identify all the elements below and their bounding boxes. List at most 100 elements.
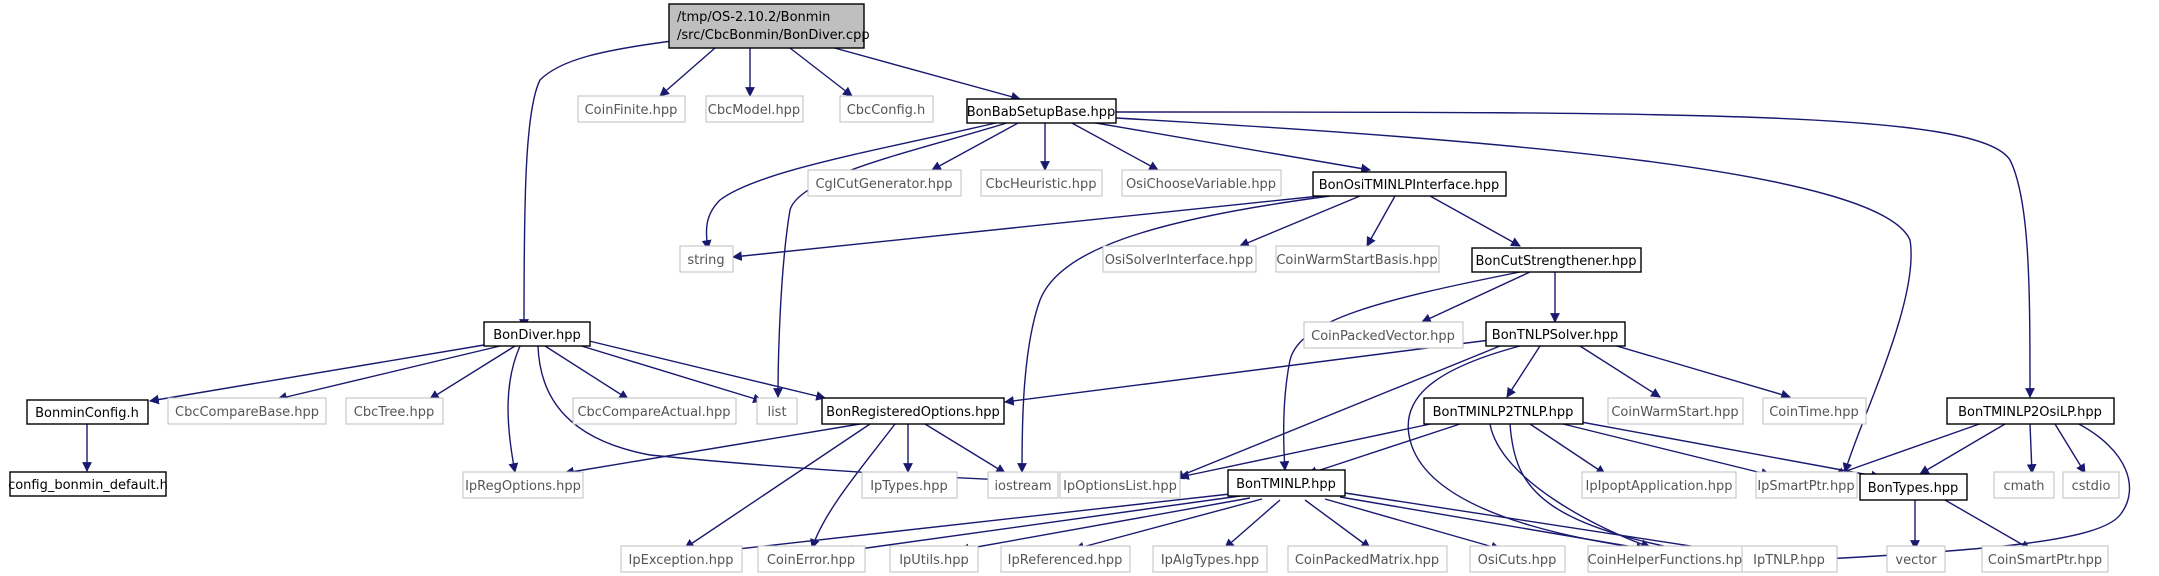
edge-bondiver-ipoptionslist	[537, 345, 1056, 487]
edge-tminlp2osilp-ipsmartptr	[1834, 421, 1986, 477]
edge-tminlp2tnlp-ipoptionslist	[1179, 421, 1441, 480]
node-coinfinite-hpp[interactable]: CoinFinite.hpp	[577, 95, 686, 123]
edge-regopts-ipexception	[684, 423, 871, 549]
node-iputils-hpp[interactable]: IpUtils.hpp	[889, 545, 979, 573]
node-label: list	[767, 405, 786, 420]
edge-tminlp-osicuts	[1324, 498, 1501, 552]
node-label: BonminConfig.h	[35, 406, 139, 421]
node-label: CbcHeuristic.hpp	[986, 177, 1097, 192]
node-config-bonmin-default-h[interactable]: config_bonmin_default.h	[8, 471, 168, 497]
node-cglcutgenerator-hpp[interactable]: CglCutGenerator.hpp	[807, 169, 962, 197]
node-bonositminlpinterface-hpp[interactable]: BonOsiTMINLPInterface.hpp	[1312, 171, 1507, 197]
node-label: BonDiver.hpp	[493, 328, 580, 343]
node-osicuts-hpp[interactable]: OsiCuts.hpp	[1469, 545, 1566, 573]
node-cbccomparebase-hpp[interactable]: CbcCompareBase.hpp	[167, 397, 327, 425]
edge-tminlp-coinpackedmatrix	[1304, 499, 1371, 549]
edge-ositminlp-coinwsbasis	[1366, 195, 1396, 247]
node-bontminlp2tnlp-hpp[interactable]: BonTMINLP2TNLP.hpp	[1423, 397, 1584, 425]
node-cbctree-hpp[interactable]: CbcTree.hpp	[345, 397, 444, 425]
node-coinwarmstart-hpp[interactable]: CoinWarmStart.hpp	[1607, 397, 1744, 425]
node-label: IpSmartPtr.hpp	[1757, 479, 1854, 494]
node-iptypes-hpp[interactable]: IpTypes.hpp	[861, 471, 958, 499]
node-label: CoinPackedMatrix.hpp	[1295, 553, 1439, 568]
node-label: BonTMINLP2TNLP.hpp	[1433, 405, 1574, 420]
node-label: IpTNLP.hpp	[1753, 553, 1825, 568]
edge-tnlpsolver-coinwarmstart	[1579, 345, 1661, 398]
node-coinwarmstartbasis-hpp[interactable]: CoinWarmStartBasis.hpp	[1275, 245, 1440, 273]
node-ipalgtypes-hpp[interactable]: IpAlgTypes.hpp	[1152, 545, 1268, 573]
node-coinsmartptr-hpp[interactable]: CoinSmartPtr.hpp	[1981, 545, 2109, 573]
node-ipregoptions-hpp[interactable]: IpRegOptions.hpp	[462, 471, 584, 499]
node-coinhelperfunctions-hpp[interactable]: CoinHelperFunctions.hpp	[1587, 545, 1751, 573]
node-bondiver-hpp[interactable]: BonDiver.hpp	[483, 321, 591, 347]
node-label: BonTNLPSolver.hpp	[1492, 328, 1618, 343]
edge-tnlpsolver-cointime	[1609, 343, 1791, 400]
edge-root-bondiver	[519, 39, 681, 329]
node-string[interactable]: string	[679, 245, 734, 273]
edge-tminlp-coinerror	[844, 495, 1241, 555]
node-coinerror-hpp[interactable]: CoinError.hpp	[757, 545, 866, 573]
node-cstdio[interactable]: cstdio	[2062, 471, 2120, 499]
node-label: IpRegOptions.hpp	[465, 479, 581, 494]
node-osichoosevariable-hpp[interactable]: OsiChooseVariable.hpp	[1121, 169, 1282, 197]
node-cmath[interactable]: cmath	[1993, 471, 2055, 499]
edge-regopts-iostream	[924, 423, 1006, 474]
node-cbcheuristic-hpp[interactable]: CbcHeuristic.hpp	[980, 169, 1103, 197]
edge-bondiver-cbctree	[429, 345, 516, 400]
edge-tminlp-ipexception	[719, 493, 1231, 555]
node-label: cstdio	[2072, 479, 2111, 494]
node-ipreferenced-hpp[interactable]: IpReferenced.hpp	[1000, 545, 1131, 573]
node-osisolverinterface-hpp[interactable]: OsiSolverInterface.hpp	[1102, 245, 1257, 273]
node-label: CoinError.hpp	[767, 553, 855, 568]
edge-ositminlp-iostream	[1017, 195, 1331, 473]
edge-tminlp-ipreferenced	[1074, 498, 1263, 552]
node-boncutstrengthener-hpp[interactable]: BonCutStrengthener.hpp	[1471, 247, 1642, 273]
edge-bondiver-bonminconfig	[149, 343, 491, 405]
edge-cutstr-coinpackedvec	[1421, 271, 1531, 323]
node-cbcmodel-hpp[interactable]: CbcModel.hpp	[705, 95, 804, 123]
edge-tminlp-iptnlp	[1344, 492, 1744, 558]
node-label: BonBabSetupBase.hpp	[967, 105, 1116, 120]
node-label: config_bonmin_default.h	[8, 478, 168, 493]
node-bonbabsetupbase-hpp[interactable]: BonBabSetupBase.hpp	[966, 98, 1117, 124]
node-cbccompareactual-hpp[interactable]: CbcCompareActual.hpp	[572, 397, 737, 425]
node-list[interactable]: list	[756, 397, 798, 425]
edge-bontypes-coinsmartptr	[1944, 499, 2031, 550]
node-ipexception-hpp[interactable]: IpException.hpp	[620, 545, 743, 573]
node-bontnlpsolver-hpp[interactable]: BonTNLPSolver.hpp	[1485, 321, 1626, 347]
node-label: IpUtils.hpp	[899, 553, 969, 568]
edge-tminlp2tnlp-bontypes	[1569, 419, 1881, 481]
node-ipipoptapplication-hpp[interactable]: IpIpoptApplication.hpp	[1581, 471, 1737, 499]
node-ipoptionslist-hpp[interactable]: IpOptionsList.hpp	[1059, 471, 1181, 499]
node-label: CoinWarmStart.hpp	[1611, 405, 1738, 420]
edge-ositminlp-string	[732, 195, 1321, 261]
node-cointime-hpp[interactable]: CoinTime.hpp	[1762, 397, 1867, 425]
node-iptnlp-hpp[interactable]: IpTNLP.hpp	[1741, 545, 1838, 573]
edge-babsetup-ipsmartptr	[1115, 117, 1912, 473]
node-label: IpOptionsList.hpp	[1063, 479, 1177, 494]
edge-regopts-ipregoptions	[564, 423, 861, 477]
node-label: iostream	[994, 479, 1051, 494]
edge-tminlp-iputils	[959, 497, 1251, 554]
node-bontminlp-hpp[interactable]: BonTMINLP.hpp	[1227, 469, 1346, 497]
node-vector[interactable]: vector	[1886, 545, 1946, 573]
edge-tminlp2tnlp-coinhelper	[1489, 423, 1651, 549]
node-coinpackedvector-hpp[interactable]: CoinPackedVector.hpp	[1303, 321, 1464, 349]
node-bonregisteredoptions-hpp[interactable]: BonRegisteredOptions.hpp	[821, 397, 1005, 425]
node-coinpackedmatrix-hpp[interactable]: CoinPackedMatrix.hpp	[1287, 545, 1448, 573]
node-label: CoinWarmStartBasis.hpp	[1276, 253, 1437, 268]
node-bontminlp2osilp-hpp[interactable]: BonTMINLP2OsiLP.hpp	[1946, 397, 2115, 425]
node-cbcconfig-h[interactable]: CbcConfig.h	[839, 95, 934, 123]
node-label: vector	[1895, 553, 1937, 568]
node-ipsmartptr-hpp[interactable]: IpSmartPtr.hpp	[1755, 471, 1858, 499]
node-iostream[interactable]: iostream	[987, 471, 1059, 499]
edge-tnlpsolver-ipoptionslist	[1174, 345, 1501, 480]
edge-babsetup-bonositminlp	[1089, 121, 1371, 174]
node-bonminconfig-h[interactable]: BonminConfig.h	[26, 399, 149, 425]
node-bontypes-hpp[interactable]: BonTypes.hpp	[1859, 473, 1968, 501]
edge-babsetup-bontminlp2osilp	[1115, 111, 2035, 398]
node-label: IpReferenced.hpp	[1008, 553, 1123, 568]
node-bondiver-cpp[interactable]: /tmp/OS-2.10.2/Bonmin /src/CbcBonmin/Bon…	[668, 3, 870, 49]
node-label: CbcConfig.h	[847, 103, 926, 118]
edge-bondiver-list	[574, 343, 763, 404]
